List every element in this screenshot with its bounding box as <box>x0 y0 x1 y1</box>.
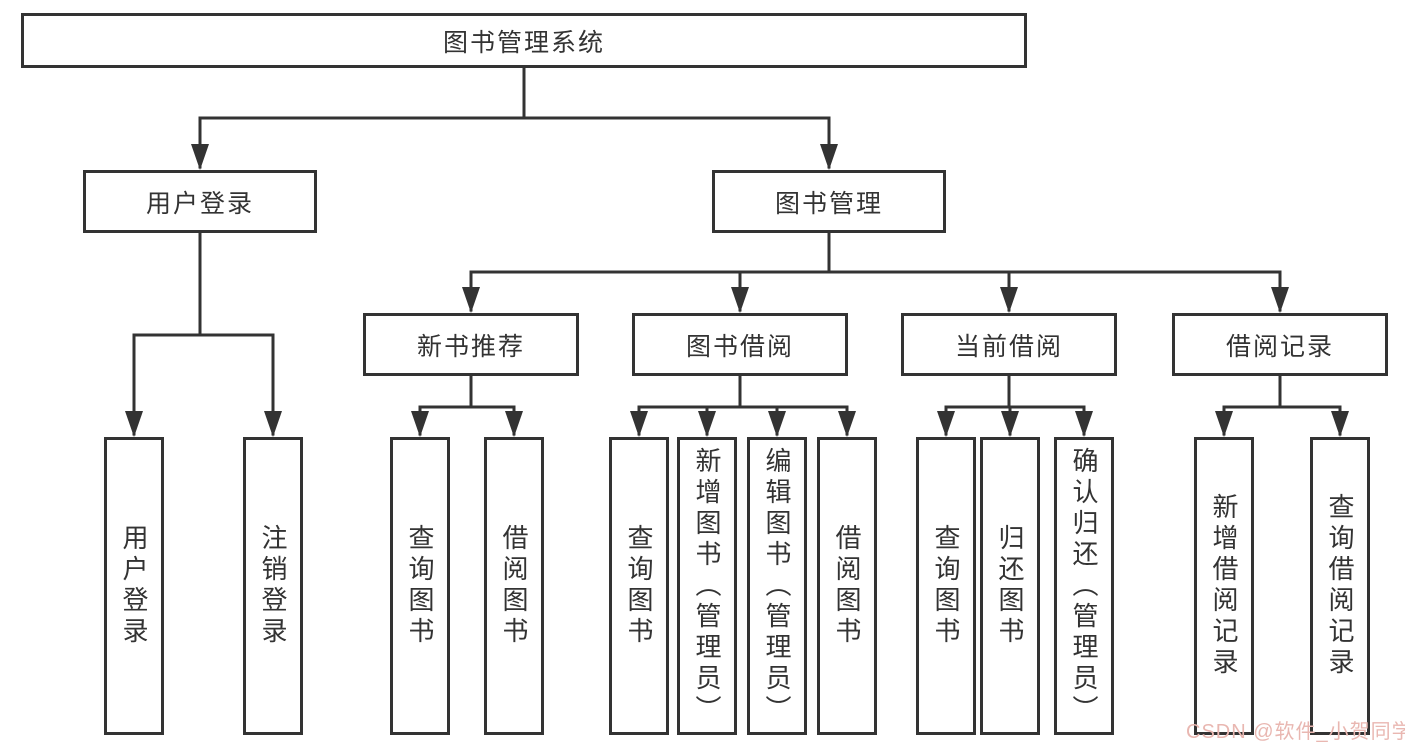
leaf-recommend-query-books: 查询图书 <box>390 437 450 735</box>
node-user-login-label: 用户登录 <box>145 189 254 218</box>
leaf-recommend-borrow-books-label: 借阅图书 <box>499 524 529 648</box>
node-new-book-recommend-label: 新书推荐 <box>416 332 525 361</box>
leaf-borrowing-borrow-books: 借阅图书 <box>817 437 877 735</box>
leaf-recommend-query-books-label: 查询图书 <box>405 524 435 648</box>
node-borrowing-records-label: 借阅记录 <box>1225 332 1334 361</box>
node-current-borrowing: 当前借阅 <box>901 313 1117 376</box>
leaf-borrowing-query-books: 查询图书 <box>609 437 669 735</box>
leaf-current-return-books: 归还图书 <box>980 437 1040 735</box>
leaf-borrowing-edit-books: 编辑图书（管理员） <box>747 437 807 735</box>
node-new-book-recommend: 新书推荐 <box>363 313 579 376</box>
leaf-borrowing-edit-books-label: 编辑图书（管理员） <box>762 446 792 726</box>
connector-new-book-recommend-to-leaves <box>411 374 523 437</box>
node-book-management: 图书管理 <box>712 170 946 233</box>
node-current-borrowing-label: 当前借阅 <box>954 332 1063 361</box>
connector-current-borrowing-to-leaves <box>937 374 1093 437</box>
node-user-login: 用户登录 <box>83 170 317 233</box>
leaf-records-add-record: 新增借阅记录 <box>1194 437 1254 735</box>
connector-root-to-level2 <box>191 64 838 170</box>
node-root: 图书管理系统 <box>21 13 1027 68</box>
node-book-management-label: 图书管理 <box>774 189 883 218</box>
leaf-borrowing-add-books: 新增图书（管理员） <box>677 437 737 735</box>
leaf-borrowing-borrow-books-label: 借阅图书 <box>832 524 862 648</box>
leaf-borrowing-query-books-label: 查询图书 <box>624 524 654 648</box>
leaf-current-query-books: 查询图书 <box>916 437 976 735</box>
leaf-borrowing-add-books-label: 新增图书（管理员） <box>692 446 722 726</box>
leaf-user-login: 用户登录 <box>104 437 164 735</box>
csdn-watermark: CSDN @软件_小贺同学 <box>1186 721 1405 743</box>
leaf-records-query-record-label: 查询借阅记录 <box>1325 493 1355 679</box>
leaf-current-query-books-label: 查询图书 <box>931 524 961 648</box>
connector-borrowing-records-to-leaves <box>1215 374 1349 437</box>
node-borrowing-records: 借阅记录 <box>1172 313 1388 376</box>
leaf-user-login-label: 用户登录 <box>119 524 149 648</box>
node-book-borrowing-label: 图书借阅 <box>685 332 794 361</box>
leaf-current-confirm-return: 确认归还（管理员） <box>1054 437 1114 735</box>
node-book-borrowing: 图书借阅 <box>632 313 848 376</box>
leaf-recommend-borrow-books: 借阅图书 <box>484 437 544 735</box>
leaf-logout-label: 注销登录 <box>258 524 288 648</box>
leaf-logout: 注销登录 <box>243 437 303 735</box>
node-root-label: 图书管理系统 <box>442 28 605 57</box>
leaf-records-query-record: 查询借阅记录 <box>1310 437 1370 735</box>
leaf-records-add-record-label: 新增借阅记录 <box>1209 493 1239 679</box>
leaf-current-return-books-label: 归还图书 <box>995 524 1025 648</box>
leaf-current-confirm-return-label: 确认归还（管理员） <box>1069 446 1099 726</box>
connector-user-login-to-leaves <box>125 231 282 437</box>
connector-book-management-to-modules <box>462 231 1289 313</box>
connector-book-borrowing-to-leaves <box>630 374 856 437</box>
